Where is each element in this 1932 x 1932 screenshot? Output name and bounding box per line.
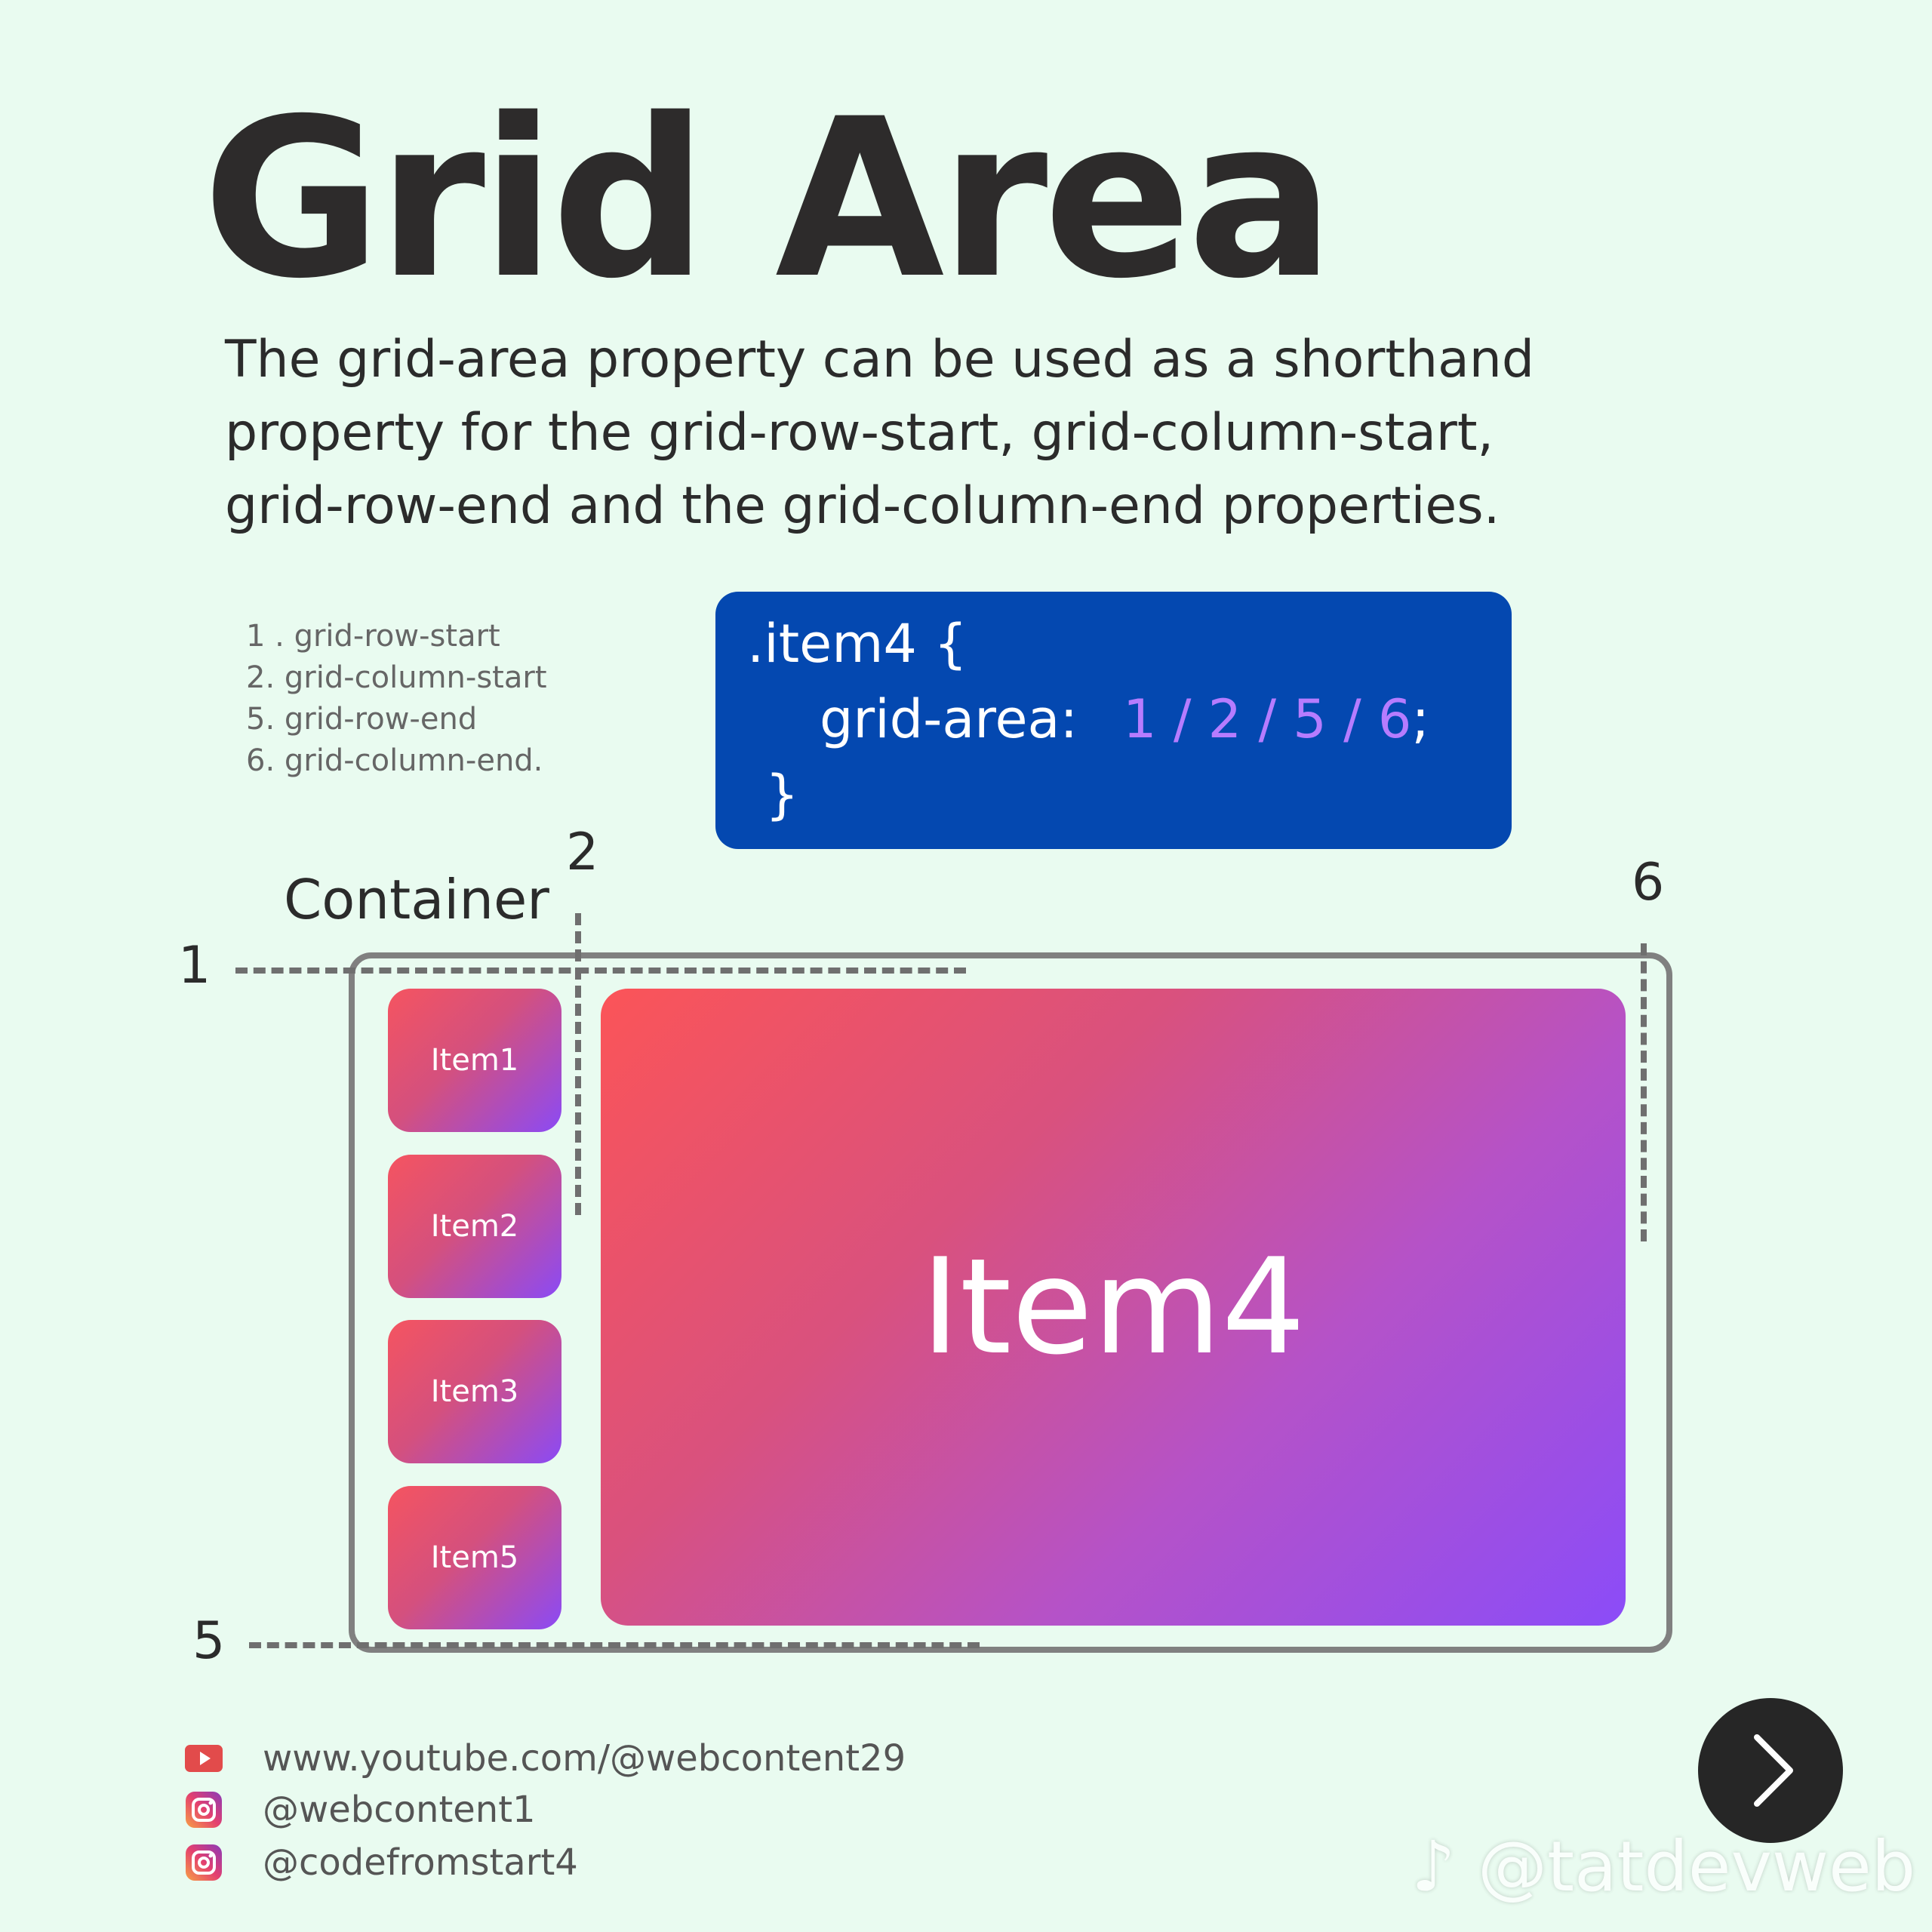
code-closing-brace: } — [765, 764, 799, 826]
code-semicolon: ; — [1411, 688, 1430, 750]
row-start-line — [235, 968, 966, 974]
description: The grid-area property can be used as a … — [225, 323, 1553, 543]
youtube-icon — [184, 1739, 223, 1778]
column-start-line-number: 2 — [566, 823, 599, 882]
grid-item-3: Item3 — [388, 1320, 561, 1463]
row-end-line-number: 5 — [192, 1611, 226, 1671]
footer-instagram-1[interactable]: @webcontent1 — [184, 1789, 536, 1831]
column-end-line — [1641, 943, 1647, 1241]
code-property: grid-area: — [820, 688, 1078, 750]
chevron-right-icon — [1754, 1734, 1793, 1807]
column-start-line — [575, 913, 581, 1215]
description-line: property for the grid-row-start, grid-co… — [225, 403, 1494, 463]
instagram-handle[interactable]: @codefromstart4 — [263, 1841, 578, 1884]
legend-item: 6. grid-column-end. — [246, 743, 543, 778]
legend-item: 5. grid-row-end — [246, 702, 478, 737]
description-line: grid-row-end and the grid-column-end pro… — [225, 476, 1500, 536]
instagram-handle[interactable]: @webcontent1 — [263, 1789, 536, 1831]
grid-container — [349, 952, 1672, 1653]
grid-item-2: Item2 — [388, 1155, 561, 1298]
container-label: Container — [284, 868, 549, 931]
grid-item-5: Item5 — [388, 1486, 561, 1629]
footer-youtube[interactable]: www.youtube.com/@webcontent29 — [184, 1737, 906, 1780]
footer-instagram-2[interactable]: @codefromstart4 — [184, 1841, 578, 1884]
legend-list: 1 . grid-row-start 2. grid-column-start … — [246, 616, 547, 782]
instagram-icon — [184, 1790, 223, 1829]
instagram-icon — [184, 1843, 223, 1882]
page-title: Grid Area — [202, 72, 1335, 327]
code-block: .item4 { grid-area: 1 / 2 / 5 / 6; } — [715, 592, 1512, 849]
legend-item: 1 . grid-row-start — [246, 619, 500, 654]
description-line: The grid-area property can be used as a … — [225, 330, 1535, 389]
grid-item-1: Item1 — [388, 989, 561, 1132]
code-declaration: grid-area: 1 / 2 / 5 / 6; — [820, 688, 1429, 750]
watermark-handle: @tatdevweb — [1477, 1826, 1916, 1907]
column-end-line-number: 6 — [1632, 853, 1665, 912]
youtube-link[interactable]: www.youtube.com/@webcontent29 — [263, 1737, 906, 1780]
code-selector: .item4 { — [747, 613, 968, 675]
legend-item: 2. grid-column-start — [246, 660, 547, 695]
grid-item-4: Item4 — [601, 989, 1626, 1626]
tiktok-icon: ♪ — [1411, 1826, 1456, 1907]
code-value: 1 / 2 / 5 / 6 — [1123, 688, 1412, 750]
row-start-line-number: 1 — [178, 936, 211, 995]
next-button[interactable] — [1698, 1698, 1843, 1843]
row-end-line — [249, 1642, 980, 1648]
watermark: ♪ @tatdevweb — [1411, 1826, 1915, 1907]
